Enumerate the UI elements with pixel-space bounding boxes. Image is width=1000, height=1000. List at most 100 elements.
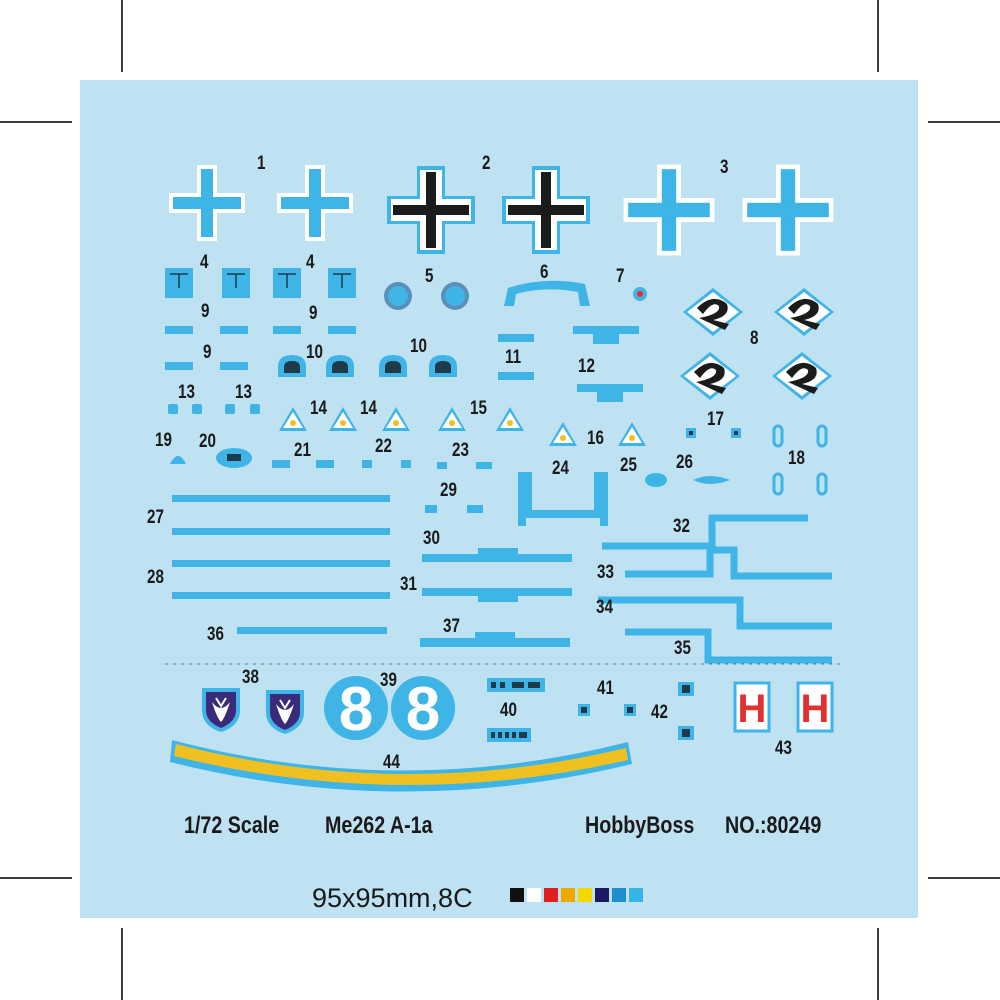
scale-label: 1/72 Scale [184, 812, 280, 839]
decal-21-22-23-pieces [272, 460, 492, 469]
decal-6-strip [504, 280, 590, 306]
decal-41-squares [578, 704, 636, 716]
decal-16-triangle [618, 422, 646, 446]
decal-42-squares [678, 682, 694, 740]
decal-37-stripe [420, 638, 570, 647]
decal-number: 13 [178, 382, 195, 403]
decal-number: 35 [674, 638, 691, 659]
decal-number: 8 [750, 328, 759, 349]
decal-36-stripe [237, 627, 387, 634]
decal-sheet: 8 8 H H 1 2 3 4 4 5 6 7 8 9 9 9 10 10 11… [80, 80, 918, 918]
decal-number: 7 [616, 266, 625, 287]
color-swatch [595, 888, 609, 902]
decal-39-digit: 8 [339, 675, 373, 744]
decal-number: 14 [360, 398, 377, 419]
decal-number: 32 [673, 516, 690, 537]
decal-number: 19 [155, 430, 172, 451]
decal-10-dome [429, 355, 457, 377]
decal-38-shield [201, 687, 241, 733]
decal-25-oval [645, 473, 667, 487]
decal-number: 4 [200, 252, 209, 273]
decal-39-eight-base [391, 676, 455, 740]
color-swatch [527, 888, 541, 902]
decal-2-cross [387, 166, 475, 254]
decal-43-letter: H [738, 687, 767, 731]
decal-10-dome [278, 355, 306, 377]
decal-number: 21 [294, 440, 311, 461]
decal-11-bars [498, 334, 534, 380]
decal-9-bars [165, 326, 356, 370]
decal-number: 34 [596, 597, 613, 618]
decal-8-numeral [774, 288, 834, 336]
decal-number: 25 [620, 455, 637, 476]
decal-number: 38 [242, 667, 259, 688]
color-swatches [510, 888, 643, 902]
decal-30-31-stripes [422, 548, 572, 602]
decal-14-triangle [382, 407, 410, 431]
decal-17-squares [686, 428, 741, 438]
color-swatch [544, 888, 558, 902]
decal-1-cross [169, 165, 245, 241]
decal-number: 20 [199, 431, 216, 452]
decal-4-panels [165, 268, 356, 298]
decal-number: 40 [500, 700, 517, 721]
decal-number: 9 [201, 301, 210, 322]
crop-mark-top-left-vertical [121, 0, 123, 72]
decal-number: 18 [788, 448, 805, 469]
decal-27-28-stripes [172, 495, 390, 599]
decal-number: 16 [587, 428, 604, 449]
decal-artwork: 8 8 H H [165, 164, 840, 792]
brand-name: HobbyBoss [585, 812, 695, 839]
decal-number: 9 [203, 342, 212, 363]
decal-number: 10 [306, 342, 323, 363]
decal-number: 23 [452, 440, 469, 461]
decal-16-triangle [549, 422, 577, 446]
decal-number: 15 [470, 398, 487, 419]
decal-number: 6 [540, 262, 549, 283]
decal-32-35-zigzags [598, 514, 832, 664]
decal-1-cross [277, 165, 353, 241]
decal-number: 26 [676, 452, 693, 473]
decal-40-stencils [487, 678, 545, 742]
decal-43-letter: H [801, 687, 830, 731]
crop-mark-left-top-horizontal [0, 121, 72, 123]
decal-number: 36 [207, 624, 224, 645]
kit-number: NO.:80249 [725, 812, 822, 839]
decal-number: 22 [375, 436, 392, 457]
decal-19-piece [170, 456, 186, 464]
decal-number: 14 [310, 398, 327, 419]
decal-2-cross [502, 166, 590, 254]
crop-mark-bottom-left-vertical [121, 928, 123, 1000]
decal-number: 9 [309, 303, 318, 324]
decal-number: 44 [383, 752, 400, 773]
decal-number: 30 [423, 528, 440, 549]
decal-number: 3 [720, 157, 729, 178]
decal-43-h-base [796, 681, 834, 733]
decal-14-triangle [329, 407, 357, 431]
decal-number: 13 [235, 382, 252, 403]
color-swatch [561, 888, 575, 902]
color-swatch [510, 888, 524, 902]
decal-number: 17 [707, 409, 724, 430]
decal-number: 5 [425, 266, 434, 287]
decal-number: 41 [597, 678, 614, 699]
decal-15-triangle [438, 407, 466, 431]
crop-mark-bottom-right-vertical [877, 928, 879, 1000]
decal-number: 29 [440, 480, 457, 501]
decal-39-eight-base [324, 676, 388, 740]
decal-8-numeral [683, 288, 743, 336]
decal-43-h-base [733, 681, 771, 733]
decal-number: 11 [505, 347, 522, 368]
model-name: Me262 A-1a [325, 812, 433, 839]
crop-mark-right-top-horizontal [928, 121, 1000, 123]
decal-15-triangle [496, 407, 524, 431]
decal-26-piece [693, 476, 730, 484]
color-swatch [578, 888, 592, 902]
color-swatch [629, 888, 643, 902]
decal-number: 39 [380, 670, 397, 691]
decal-10-dome [326, 355, 354, 377]
decal-number: 42 [651, 702, 668, 723]
decal-24-frame [518, 472, 608, 526]
decal-number: 27 [147, 507, 164, 528]
decal-3-cross [623, 164, 715, 256]
